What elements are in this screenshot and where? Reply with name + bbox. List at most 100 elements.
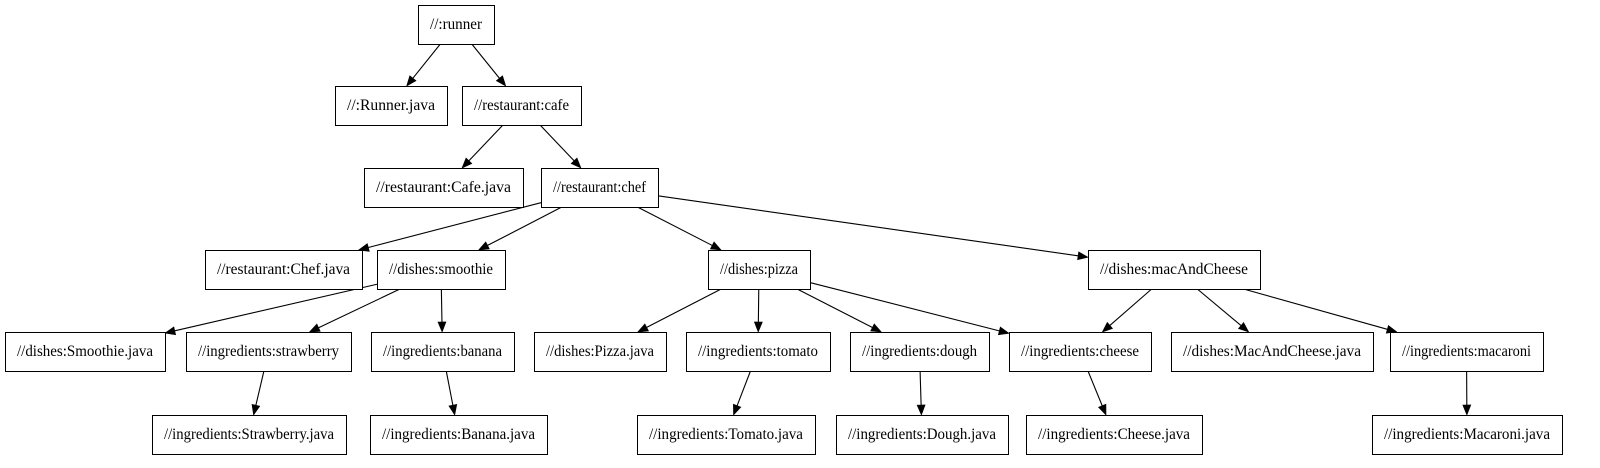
node-box-runner_java xyxy=(335,86,448,126)
edge-ing_dough-to-ing_dough_java xyxy=(919,370,922,406)
arrowhead-dishes_smoothie-to-ing_strawberry xyxy=(308,323,321,333)
node-label-ing_cheese_java: //ingredients:Cheese.java xyxy=(1038,426,1190,443)
node-dishes_smoothie_java[interactable]: //dishes:Smoothie.java xyxy=(5,332,166,372)
node-label-dishes_macandcheese: //dishes:macAndCheese xyxy=(1100,261,1248,278)
arrowhead-dishes_macandcheese-to-ing_macaroni xyxy=(1385,324,1398,334)
node-box-ing_dough xyxy=(850,332,990,372)
node-ing_dough[interactable]: //ingredients:dough xyxy=(850,332,990,372)
edge-restaurant_chef-to-dishes_pizza xyxy=(637,206,713,246)
arrowhead-dishes_smoothie-to-dishes_smoothie_java xyxy=(164,326,177,336)
node-dishes_pizza_java[interactable]: //dishes:Pizza.java xyxy=(534,332,667,372)
node-label-dishes_pizza_java: //dishes:Pizza.java xyxy=(546,343,654,360)
edge-dishes_smoothie-to-dishes_smoothie_java xyxy=(174,283,378,332)
node-box-dishes_macandcheese xyxy=(1088,250,1261,290)
node-box-ing_macaroni xyxy=(1390,332,1544,372)
arrowhead-dishes_pizza-to-ing_tomato xyxy=(753,321,763,333)
node-box-ing_banana_java xyxy=(370,415,548,455)
arrowhead-restaurant_cafe-to-restaurant_cafe_java xyxy=(461,157,473,169)
edge-dishes_smoothie-to-ing_strawberry xyxy=(318,288,401,329)
arrowhead-dishes_macandcheese-to-dishes_mac_java xyxy=(1237,321,1250,333)
arrowhead-restaurant_chef-to-dishes_macandcheese xyxy=(1077,251,1089,261)
arrowhead-dishes_pizza-to-dishes_pizza_java xyxy=(637,323,649,333)
node-box-ing_macaroni_java xyxy=(1372,415,1563,455)
node-ing_cheese[interactable]: //ingredients:cheese xyxy=(1009,332,1152,372)
node-box-restaurant_chef_java xyxy=(205,250,363,290)
node-label-dishes_mac_java: //dishes:MacAndCheese.java xyxy=(1183,343,1361,360)
node-label-runner: //:runner xyxy=(430,16,483,33)
node-label-ing_banana: //ingredients:banana xyxy=(383,343,502,360)
node-label-dishes_smoothie: //dishes:smoothie xyxy=(389,261,493,278)
arrowhead-ing_dough-to-ing_dough_java xyxy=(916,404,926,416)
node-label-dishes_pizza: //dishes:pizza xyxy=(720,261,798,278)
edge-dishes_pizza-to-ing_dough xyxy=(796,288,873,328)
arrowhead-restaurant_chef-to-dishes_smoothie xyxy=(477,241,490,251)
node-label-restaurant_cafe: //restaurant:cafe xyxy=(474,97,569,114)
arrowhead-ing_banana-to-ing_banana_java xyxy=(448,404,458,416)
edge-dishes_macandcheese-to-ing_macaroni xyxy=(1243,288,1388,330)
node-box-ing_tomato_java xyxy=(637,415,816,455)
arrowhead-ing_strawberry-to-ing_strawberry_java xyxy=(251,403,261,416)
edge-ing_tomato-to-ing_tomato_java xyxy=(736,370,751,406)
node-box-ing_tomato xyxy=(686,332,831,372)
edge-layer xyxy=(164,43,1472,416)
node-restaurant_cafe[interactable]: //restaurant:cafe xyxy=(462,86,582,126)
node-ing_cheese_java[interactable]: //ingredients:Cheese.java xyxy=(1026,415,1203,455)
arrowhead-dishes_pizza-to-ing_dough xyxy=(870,323,883,333)
node-runner[interactable]: //:runner xyxy=(418,5,495,45)
node-ing_dough_java[interactable]: //ingredients:Dough.java xyxy=(836,415,1009,455)
node-label-runner_java: //:Runner.java xyxy=(347,97,435,114)
node-box-dishes_mac_java xyxy=(1171,332,1374,372)
edge-dishes_pizza-to-dishes_pizza_java xyxy=(646,288,722,328)
edge-ing_cheese-to-ing_cheese_java xyxy=(1087,370,1103,406)
node-ing_banana[interactable]: //ingredients:banana xyxy=(371,332,515,372)
node-box-ing_dough_java xyxy=(836,415,1009,455)
node-label-ing_dough: //ingredients:dough xyxy=(862,343,977,360)
node-dishes_pizza[interactable]: //dishes:pizza xyxy=(708,250,811,290)
node-restaurant_chef_java[interactable]: //restaurant:Chef.java xyxy=(205,250,363,290)
node-label-ing_banana_java: //ingredients:Banana.java xyxy=(382,426,535,443)
node-label-dishes_smoothie_java: //dishes:Smoothie.java xyxy=(17,343,153,360)
arrowhead-dishes_pizza-to-ing_cheese xyxy=(997,326,1010,336)
edge-restaurant_cafe-to-restaurant_chef xyxy=(539,124,575,162)
node-dishes_smoothie[interactable]: //dishes:smoothie xyxy=(377,250,506,290)
node-ing_tomato[interactable]: //ingredients:tomato xyxy=(686,332,831,372)
node-box-restaurant_chef xyxy=(541,168,659,208)
arrowhead-dishes_macandcheese-to-ing_cheese xyxy=(1101,321,1114,333)
edge-restaurant_cafe-to-restaurant_cafe_java xyxy=(468,124,504,162)
arrowhead-restaurant_chef-to-dishes_pizza xyxy=(709,241,722,251)
node-restaurant_cafe_java[interactable]: //restaurant:Cafe.java xyxy=(364,168,524,208)
node-runner_java[interactable]: //:Runner.java xyxy=(335,86,448,126)
node-ing_strawberry[interactable]: //ingredients:strawberry xyxy=(186,332,352,372)
edge-dishes_pizza-to-ing_cheese xyxy=(809,281,1000,332)
arrowhead-ing_macaroni-to-ing_macaroni_java xyxy=(1462,404,1472,416)
arrowhead-runner-to-restaurant_cafe xyxy=(495,75,507,87)
node-dishes_macandcheese[interactable]: //dishes:macAndCheese xyxy=(1088,250,1261,290)
node-box-ing_strawberry_java xyxy=(152,415,347,455)
edge-runner-to-restaurant_cafe xyxy=(471,43,500,79)
node-ing_strawberry_java[interactable]: //ingredients:Strawberry.java xyxy=(152,415,347,455)
node-label-ing_strawberry_java: //ingredients:Strawberry.java xyxy=(164,426,334,443)
node-label-restaurant_chef: //restaurant:chef xyxy=(553,179,647,196)
node-restaurant_chef[interactable]: //restaurant:chef xyxy=(541,168,659,208)
node-ing_tomato_java[interactable]: //ingredients:Tomato.java xyxy=(637,415,816,455)
arrowhead-runner-to-runner_java xyxy=(406,75,417,87)
edge-dishes_macandcheese-to-dishes_mac_java xyxy=(1196,288,1242,327)
edge-restaurant_chef-to-restaurant_chef_java xyxy=(368,202,542,249)
node-box-ing_cheese xyxy=(1009,332,1152,372)
node-ing_macaroni_java[interactable]: //ingredients:Macaroni.java xyxy=(1372,415,1563,455)
edge-dishes_smoothie-to-ing_banana xyxy=(440,288,443,323)
arrowhead-dishes_smoothie-to-ing_banana xyxy=(437,321,447,333)
node-dishes_mac_java[interactable]: //dishes:MacAndCheese.java xyxy=(1171,332,1374,372)
node-ing_macaroni[interactable]: //ingredients:macaroni xyxy=(1390,332,1544,372)
node-label-ing_tomato_java: //ingredients:Tomato.java xyxy=(649,426,803,443)
node-box-dishes_smoothie xyxy=(377,250,506,290)
arrowhead-restaurant_chef-to-restaurant_chef_java xyxy=(357,243,370,252)
edge-restaurant_chef-to-dishes_smoothie xyxy=(487,206,563,246)
arrowhead-restaurant_cafe-to-restaurant_chef xyxy=(570,157,582,169)
node-box-restaurant_cafe xyxy=(462,86,582,126)
node-ing_banana_java[interactable]: //ingredients:Banana.java xyxy=(370,415,548,455)
arrowhead-ing_tomato-to-ing_tomato_java xyxy=(733,403,742,416)
arrowhead-ing_cheese-to-ing_cheese_java xyxy=(1097,403,1107,416)
